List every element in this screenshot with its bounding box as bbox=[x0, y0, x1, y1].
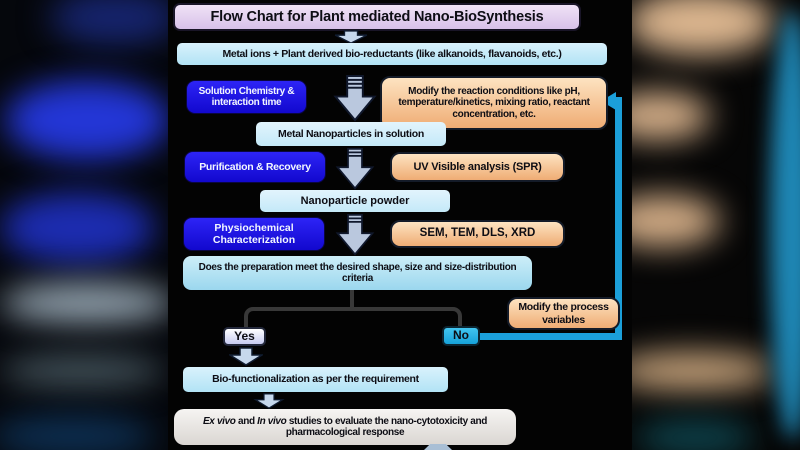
node-solution-chemistry: Solution Chemistry & interaction time bbox=[186, 80, 307, 114]
down-arrow-icon bbox=[334, 30, 368, 44]
down-arrow-striped-icon bbox=[333, 75, 377, 122]
node-modify-process: Modify the process variables bbox=[507, 297, 620, 330]
node-nanoparticle-powder: Nanoparticle powder bbox=[260, 190, 450, 212]
branch-stub-line bbox=[350, 290, 354, 311]
branch-tbar-line bbox=[244, 307, 462, 327]
node-purification: Purification & Recovery bbox=[184, 151, 326, 183]
node-characterization: Physiochemical Characterization bbox=[183, 217, 325, 251]
page-title: Flow Chart for Plant mediated Nano-BioSy… bbox=[173, 3, 581, 31]
down-arrow-icon bbox=[229, 347, 263, 366]
node-no: No bbox=[442, 326, 480, 346]
node-metal-ions: Metal ions + Plant derived bio-reductant… bbox=[177, 43, 607, 65]
blurred-background-left bbox=[0, 0, 170, 450]
node-nanoparticles-solution: Metal Nanoparticles in solution bbox=[256, 122, 446, 146]
down-arrow-striped-icon bbox=[335, 214, 375, 256]
node-yes: Yes bbox=[223, 327, 266, 346]
node-final-studies: Ex vivo and In vivo studies to evaluate … bbox=[174, 409, 516, 445]
node-characterization-methods: SEM, TEM, DLS, XRD bbox=[390, 220, 565, 248]
node-modify-reaction-conditions: Modify the reaction conditions like pH, … bbox=[380, 76, 608, 130]
down-arrow-icon bbox=[253, 393, 285, 409]
final-studies-text: Ex vivo and In vivo studies to evaluate … bbox=[202, 415, 488, 439]
feedback-line-vertical bbox=[615, 97, 622, 340]
node-uv-analysis: UV Visible analysis (SPR) bbox=[390, 152, 565, 182]
blurred-background-right bbox=[630, 0, 800, 450]
down-arrow-striped-icon bbox=[335, 148, 375, 190]
down-arrow-stub-icon bbox=[424, 444, 452, 450]
node-decision: Does the preparation meet the desired sh… bbox=[183, 256, 532, 290]
feedback-line-horizontal bbox=[476, 333, 622, 340]
node-bio-functionalization: Bio-functionalization as per the require… bbox=[183, 367, 448, 392]
